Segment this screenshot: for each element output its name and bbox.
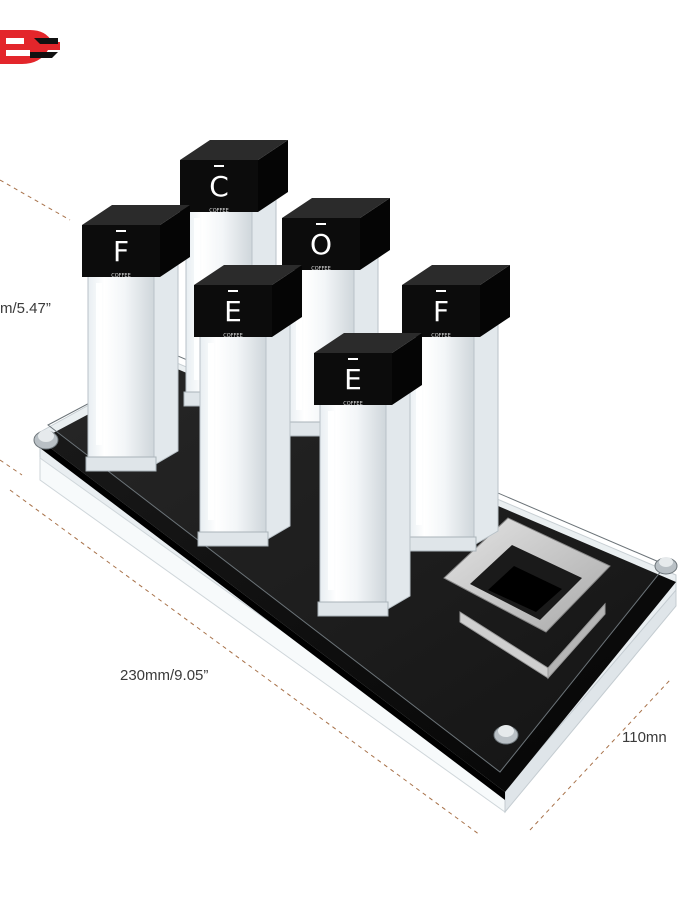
canister-letter: E <box>344 363 362 396</box>
canister-cap-text: COFFEE <box>431 333 451 339</box>
brand-logo <box>0 30 60 64</box>
coffee-canister: F COFFEE <box>82 205 190 472</box>
coffee-canister: F COFFEE <box>402 265 510 552</box>
canister-group: C COFFEE F COFFEE O COFFEE E COFFEE F COFFEE E COFF… <box>82 140 510 617</box>
height-dimension-label: m/5.47” <box>0 300 51 317</box>
canister-cap-text: COFFEE <box>223 333 243 339</box>
canister-letter: O <box>310 228 332 261</box>
canister-letter: F <box>433 295 449 328</box>
canister-cap-text: COFFEE <box>209 208 229 214</box>
canister-letter: F <box>113 235 129 268</box>
coffee-canister: E COFFEE <box>314 333 422 617</box>
dosing-funnel <box>443 517 611 680</box>
width-dimension-label: 110mn <box>622 729 667 746</box>
canister-cap-text: COFFEE <box>311 266 331 272</box>
canister-cap-text: COFFEE <box>343 401 363 407</box>
dimension-lines <box>0 179 671 836</box>
screw <box>33 430 59 450</box>
screw <box>654 557 678 575</box>
canister-letter: E <box>224 295 242 328</box>
coffee-canister: E COFFEE <box>194 265 302 547</box>
canister-letter: C <box>209 170 229 203</box>
screw <box>493 725 519 745</box>
length-dimension-label: 230mm/9.05” <box>120 667 209 684</box>
canister-cap-text: COFFEE <box>111 273 131 279</box>
